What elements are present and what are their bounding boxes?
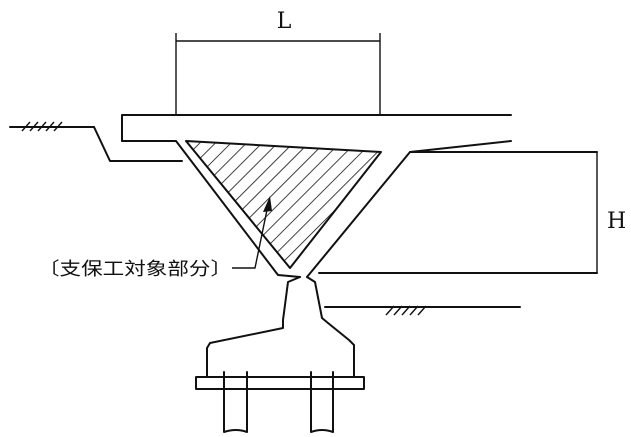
- caption-leader: [232, 196, 272, 269]
- bridge-structure: [121, 114, 598, 390]
- span-dimension: L: [175, 9, 381, 115]
- pile-cap: [195, 376, 365, 390]
- height-dimension: H: [596, 152, 626, 273]
- left-ground: [9, 121, 183, 162]
- height-label: H: [607, 209, 626, 234]
- falsework-caption: 〔支保工対象部分〕: [38, 259, 232, 280]
- piles: [223, 371, 334, 433]
- right-ground: [324, 305, 521, 316]
- falsework-target-area: [185, 140, 382, 269]
- span-label: L: [277, 9, 292, 34]
